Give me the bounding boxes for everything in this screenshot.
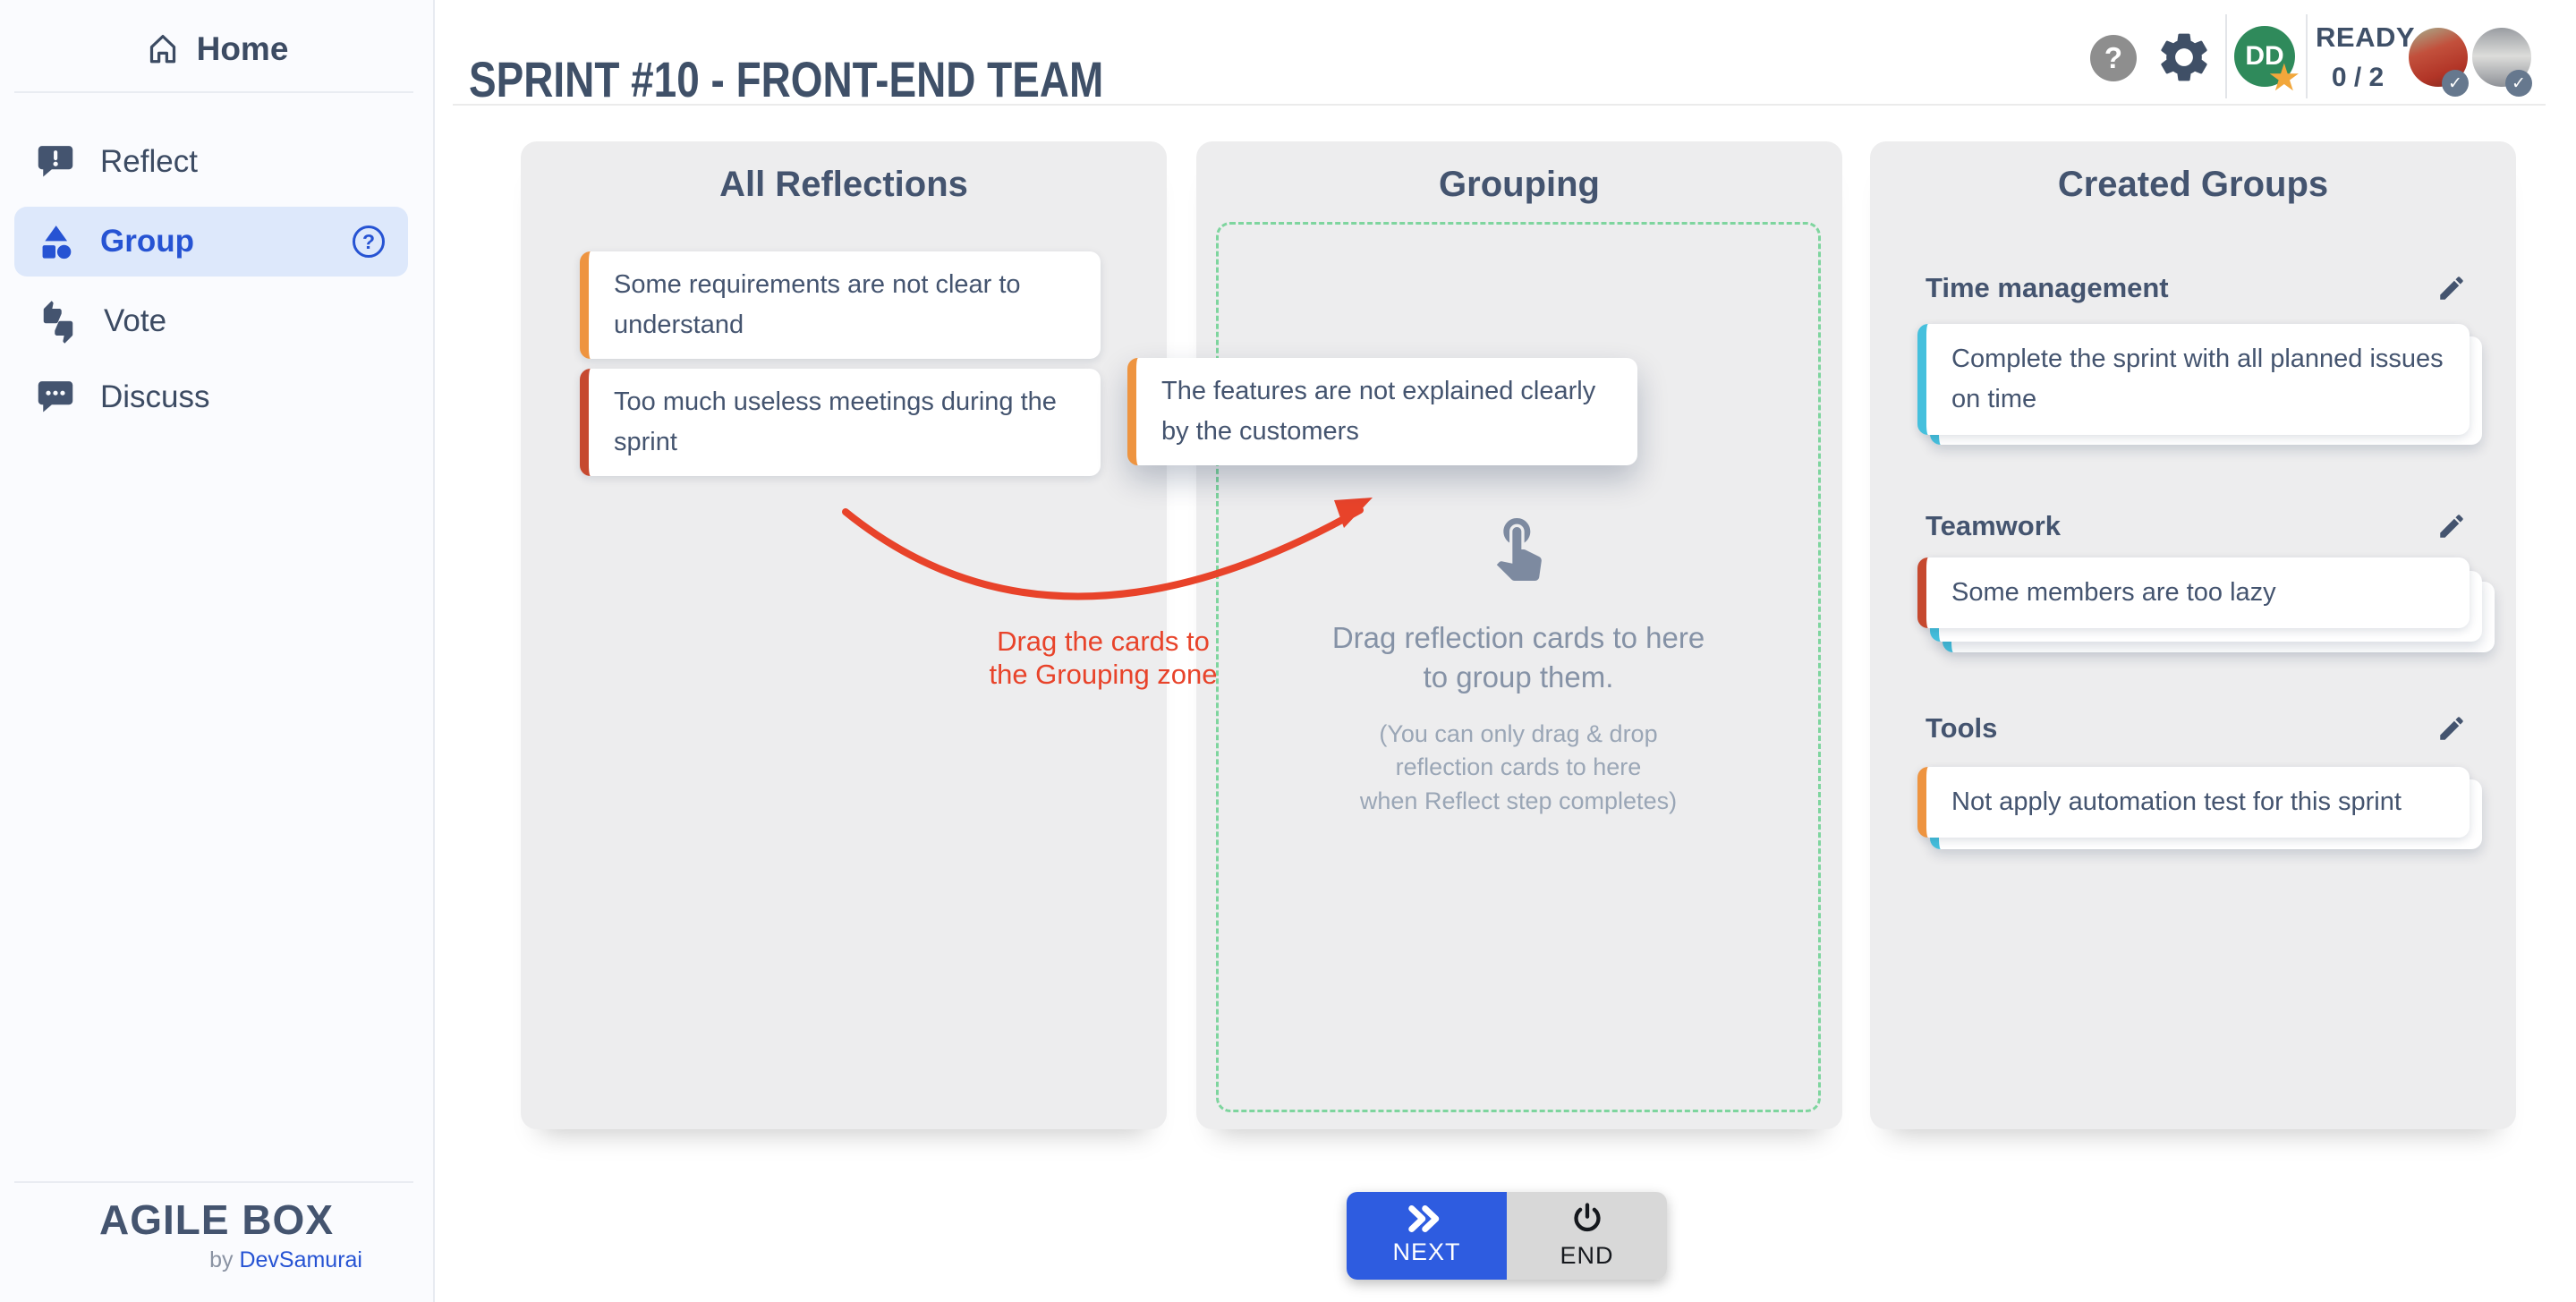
grouping-dropzone[interactable]: Drag reflection cards to here to group t… — [1216, 222, 1821, 1112]
group-header: Time management — [1926, 272, 2467, 304]
vote-icon — [36, 300, 79, 344]
group-shapes-icon — [42, 226, 72, 260]
drag-hint-text: Drag the cards to the Grouping zone — [989, 625, 1218, 691]
ready-count: 0 / 2 — [2331, 63, 2385, 92]
group-name: Tools — [1926, 712, 1998, 744]
sidebar-item-label: Discuss — [100, 379, 210, 414]
column-title: All Reflections — [719, 165, 968, 204]
edit-pencil-icon[interactable] — [2436, 713, 2467, 744]
header-divider — [453, 104, 2546, 106]
ready-check-icon: ✓ — [2505, 70, 2532, 97]
sidebar-item-label: Vote — [104, 303, 167, 338]
group-header: Tools — [1926, 712, 2467, 745]
home-link[interactable]: Home — [0, 30, 433, 68]
sidebar-item-label: Group — [100, 224, 194, 259]
column-title: Grouping — [1439, 165, 1600, 204]
group-name: Time management — [1926, 272, 2169, 303]
end-button[interactable]: END — [1507, 1192, 1667, 1280]
column-title: Created Groups — [2057, 165, 2329, 204]
sidebar-divider — [14, 1181, 413, 1183]
group-name: Teamwork — [1926, 510, 2062, 541]
edit-pencil-icon[interactable] — [2436, 511, 2467, 541]
group-card-text: Not apply automation test for this sprin… — [1951, 787, 2402, 816]
dropzone-note-text: (You can only drag & drop reflection car… — [1359, 720, 1678, 814]
header-separator — [2306, 14, 2308, 98]
sidebar-item-group[interactable]: Group ? — [14, 207, 408, 277]
ready-label: READY — [2316, 21, 2416, 53]
settings-gear-icon[interactable] — [2155, 28, 2214, 87]
byline-brand[interactable]: DevSamurai — [239, 1247, 362, 1272]
dropzone-placeholder: Drag reflection cards to here to group t… — [1219, 225, 1818, 1110]
home-label: Home — [196, 30, 289, 67]
created-groups-column: Created Groups Time management Complete … — [1870, 141, 2516, 1129]
next-button[interactable]: NEXT — [1347, 1192, 1507, 1280]
app-logo: AGILE BOX — [98, 1196, 335, 1243]
group-header: Teamwork — [1926, 510, 2467, 542]
double-chevron-icon — [1407, 1205, 1439, 1232]
avatar-initials: DD — [2245, 41, 2284, 71]
touch-hand-icon — [1496, 518, 1542, 581]
next-button-label: NEXT — [1392, 1238, 1461, 1265]
reflection-card[interactable]: Too much useless meetings during the spr… — [580, 369, 1101, 476]
help-button[interactable]: ? — [2090, 35, 2137, 81]
all-reflections-column: All Reflections Some requirements are no… — [521, 141, 1167, 1129]
edit-pencil-icon[interactable] — [2436, 273, 2467, 303]
reflect-icon — [38, 146, 73, 177]
group-card-text: Some members are too lazy — [1951, 578, 2276, 607]
power-icon — [1573, 1203, 1601, 1232]
ready-status: READY 0 / 2 — [2316, 21, 2416, 93]
step-actions: NEXT END — [1347, 1192, 1667, 1280]
byline-prefix: by — [209, 1247, 240, 1272]
dragged-reflection-card[interactable]: The features are not explained clearly b… — [1127, 358, 1637, 465]
ready-check-icon: ✓ — [2442, 70, 2469, 97]
group-card-text: Complete the sprint with all planned iss… — [1951, 345, 2444, 413]
sidebar-item-reflect[interactable]: Reflect — [14, 127, 408, 197]
discuss-icon — [38, 381, 73, 413]
group-card[interactable]: Not apply automation test for this sprin… — [1917, 767, 2470, 838]
app-logo-byline: by DevSamurai — [54, 1247, 362, 1273]
sidebar: Home Reflect Group ? Vote Discuss AGILE … — [0, 0, 435, 1302]
group-card[interactable]: Complete the sprint with all planned iss… — [1917, 324, 2470, 435]
group-help-icon[interactable]: ? — [353, 226, 385, 258]
sidebar-item-discuss[interactable]: Discuss — [14, 362, 408, 432]
page-title: SPRINT #10 - FRONT-END TEAM — [469, 50, 1104, 107]
dropzone-main-text: Drag reflection cards to here to group t… — [1331, 621, 1705, 694]
grouping-column: Grouping Drag reflection cards to here t… — [1196, 141, 1842, 1129]
group-card[interactable]: Some members are too lazy — [1917, 557, 2470, 628]
reflection-card-text: Too much useless meetings during the spr… — [614, 387, 1057, 456]
reflection-card[interactable]: Some requirements are not clear to under… — [580, 251, 1101, 359]
sidebar-item-label: Reflect — [100, 144, 198, 179]
sidebar-divider — [14, 91, 413, 93]
avatar-dd[interactable]: DD — [2234, 26, 2295, 87]
sidebar-item-vote[interactable]: Vote — [14, 286, 408, 356]
reflection-card-text: The features are not explained clearly b… — [1161, 377, 1596, 446]
help-glyph: ? — [2104, 41, 2123, 74]
home-icon — [149, 35, 175, 64]
reflection-card-text: Some requirements are not clear to under… — [614, 270, 1021, 339]
end-button-label: END — [1560, 1242, 1614, 1269]
header-separator — [2225, 14, 2227, 98]
